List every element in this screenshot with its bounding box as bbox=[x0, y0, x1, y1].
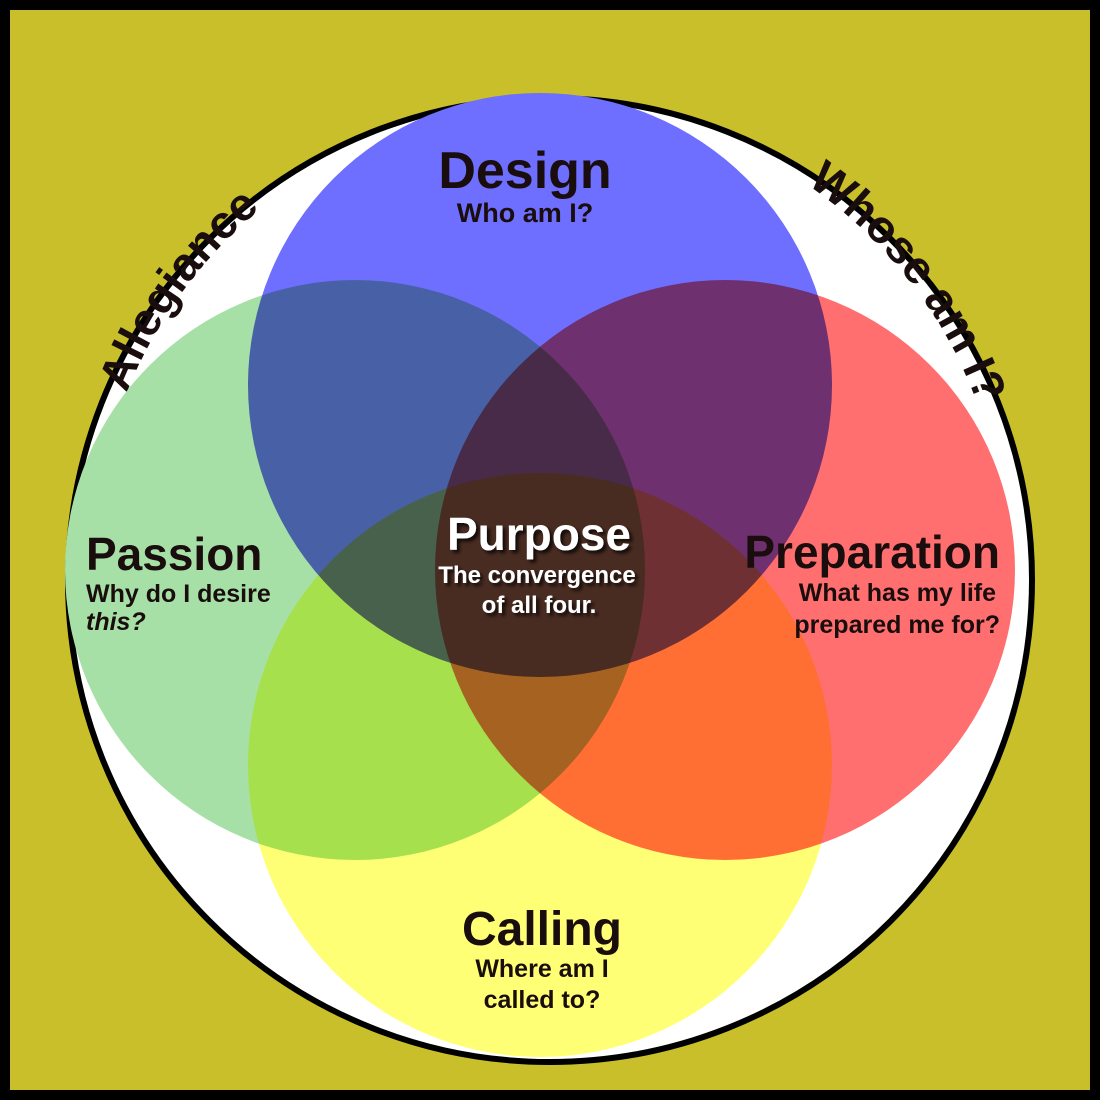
passion-title: Passion bbox=[86, 528, 262, 580]
purpose-subtitle-line1: The convergence bbox=[438, 562, 635, 589]
calling-subtitle-line2: called to? bbox=[484, 986, 601, 1014]
passion-subtitle-line1: Why do I desire bbox=[86, 580, 271, 608]
calling-subtitle-line1: Where am I bbox=[475, 955, 608, 983]
purpose-subtitle-line2: of all four. bbox=[482, 592, 597, 619]
passion-subtitle-line2: this? bbox=[86, 608, 146, 636]
preparation-subtitle-line2: prepared me for? bbox=[794, 611, 1000, 639]
design-title: Design bbox=[438, 142, 611, 200]
calling-title: Calling bbox=[462, 903, 622, 956]
preparation-title: Preparation bbox=[744, 526, 1000, 578]
preparation-subtitle-line1: What has my life bbox=[799, 579, 996, 607]
purpose-title: Purpose bbox=[447, 508, 631, 560]
preparation-circle bbox=[435, 280, 1015, 860]
design-subtitle: Who am I? bbox=[457, 198, 594, 228]
venn-circles bbox=[65, 93, 1015, 1057]
